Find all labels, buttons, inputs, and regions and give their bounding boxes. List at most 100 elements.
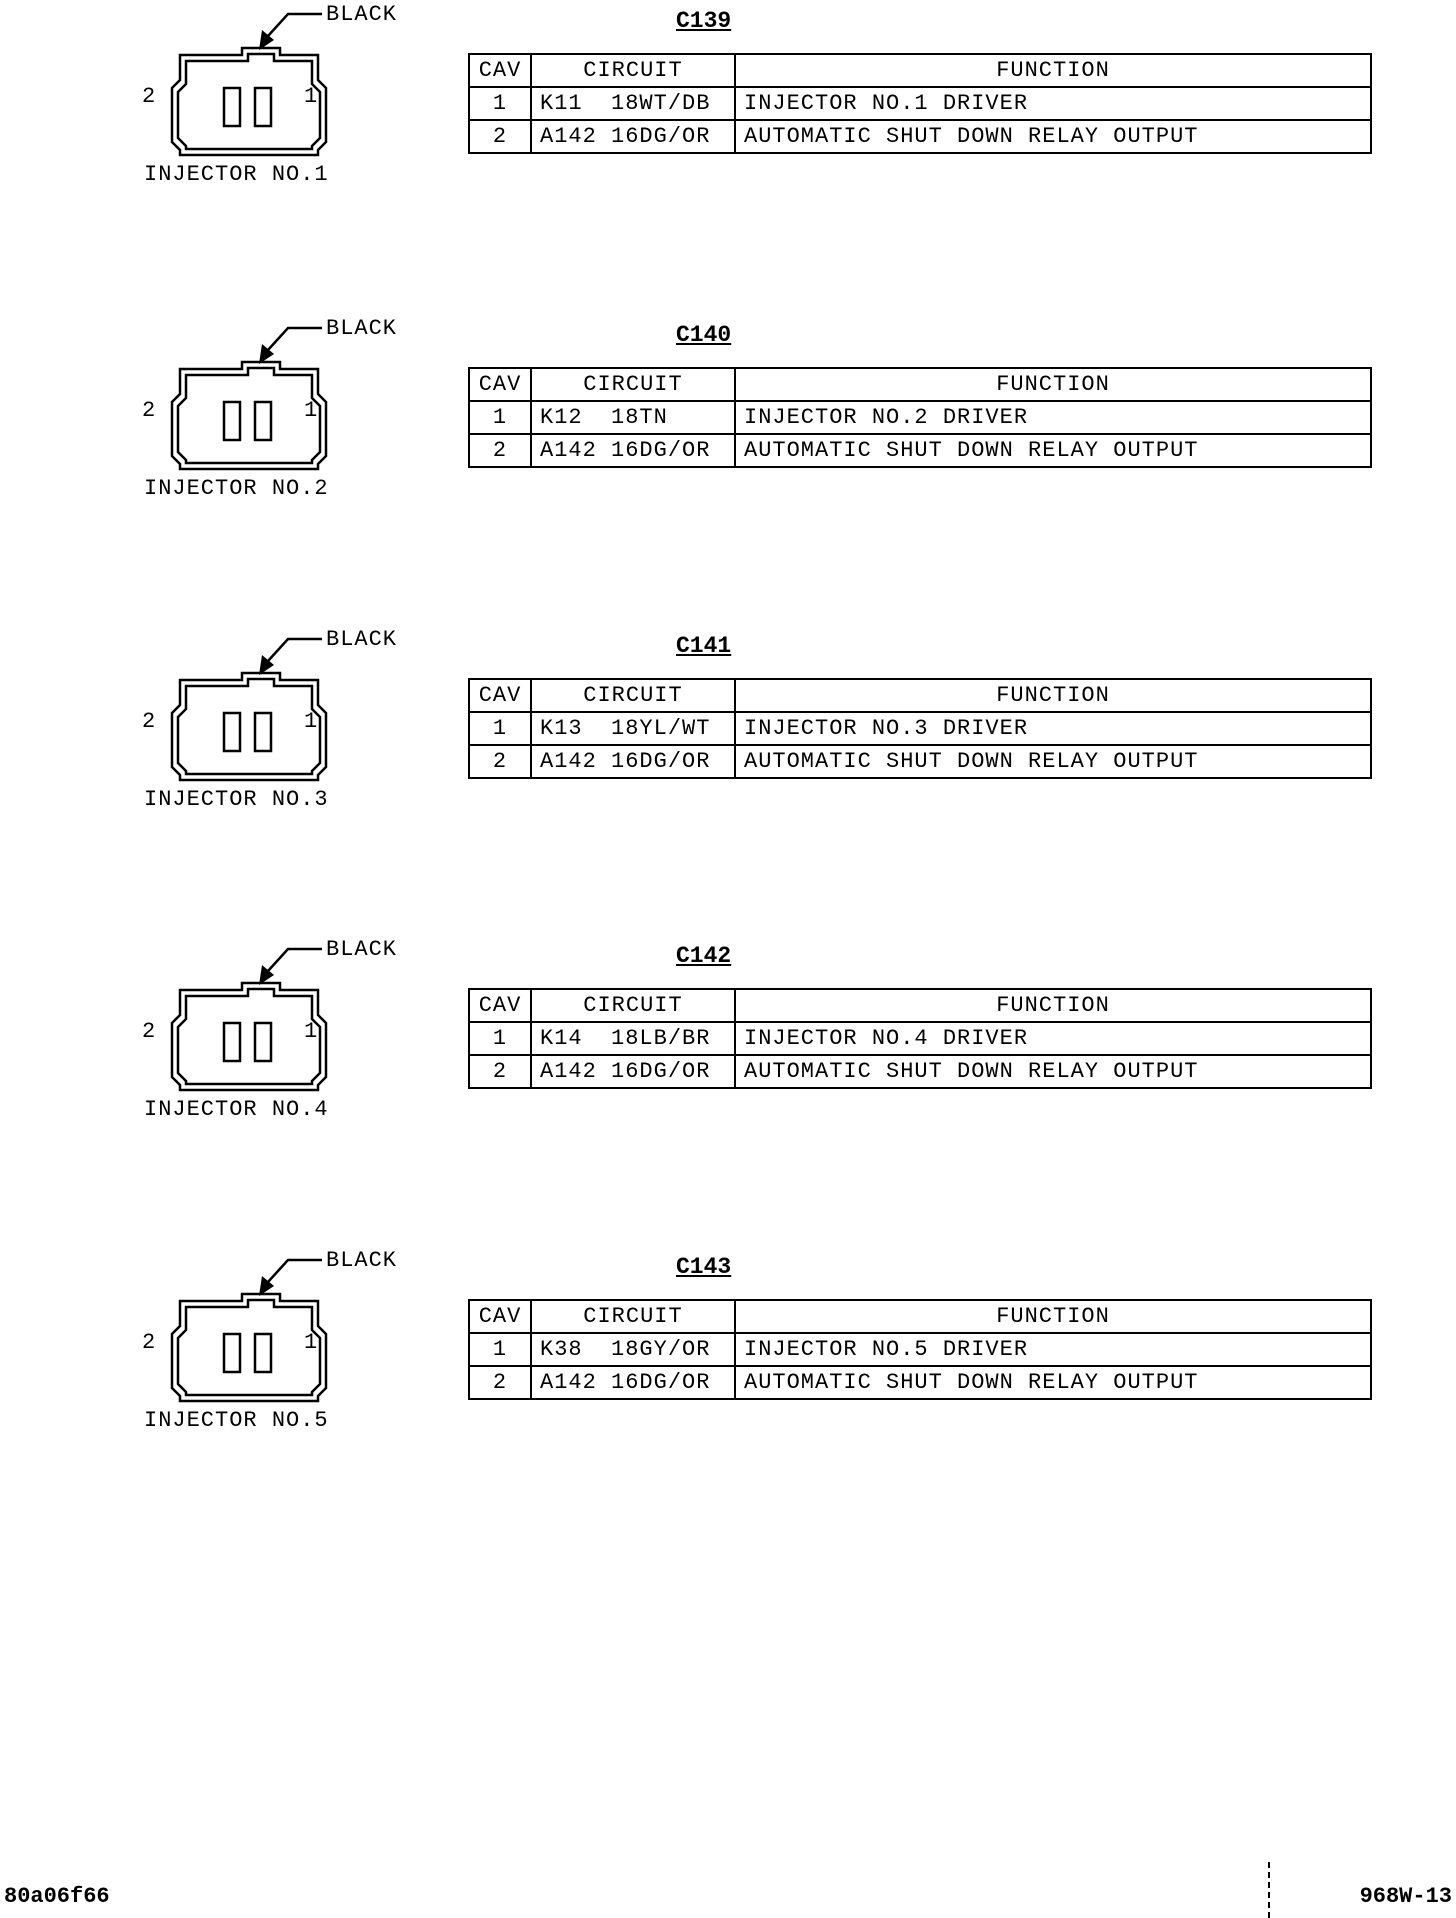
connector-block: BLACK 2 1 INJECTOR NO.4 C142 CAV CIRCUIT…	[0, 935, 1456, 1235]
connector-color-label: BLACK	[326, 316, 398, 341]
circuit-cell: A142 16DG/OR	[530, 433, 736, 468]
pin-label-left: 2	[142, 1330, 156, 1355]
function-cell: INJECTOR NO.5 DRIVER	[734, 1332, 1372, 1367]
table-header: CAV CIRCUIT FUNCTION	[468, 367, 1372, 402]
pin-label-right: 1	[304, 398, 318, 423]
header-circuit: CIRCUIT	[530, 988, 736, 1023]
connector-name: INJECTOR NO.2	[144, 476, 329, 501]
cav-cell: 1	[468, 400, 532, 435]
table-row: 1 K13 18YL/WT INJECTOR NO.3 DRIVER	[468, 711, 1372, 746]
circuit-cell: A142 16DG/OR	[530, 119, 736, 154]
cav-cell: 2	[468, 1054, 532, 1089]
function-cell: AUTOMATIC SHUT DOWN RELAY OUTPUT	[734, 433, 1372, 468]
pin-label-left: 2	[142, 1019, 156, 1044]
header-function: FUNCTION	[734, 53, 1372, 88]
connector-id: C142	[676, 943, 732, 969]
cav-cell: 2	[468, 433, 532, 468]
header-circuit: CIRCUIT	[530, 367, 736, 402]
circuit-cell: K38 18GY/OR	[530, 1332, 736, 1367]
connector-diagram	[140, 0, 400, 200]
function-cell: AUTOMATIC SHUT DOWN RELAY OUTPUT	[734, 119, 1372, 154]
circuit-cell: A142 16DG/OR	[530, 744, 736, 779]
pin-label-right: 1	[304, 1330, 318, 1355]
connector-block: BLACK 2 1 INJECTOR NO.1 C139 CAV CIRCUIT…	[0, 0, 1456, 300]
cav-cell: 2	[468, 1365, 532, 1400]
table-header: CAV CIRCUIT FUNCTION	[468, 678, 1372, 713]
header-circuit: CIRCUIT	[530, 1299, 736, 1334]
header-cav: CAV	[468, 1299, 532, 1334]
connector-block: BLACK 2 1 INJECTOR NO.2 C140 CAV CIRCUIT…	[0, 314, 1456, 614]
header-function: FUNCTION	[734, 1299, 1372, 1334]
connector-id: C140	[676, 322, 732, 348]
circuit-cell: A142 16DG/OR	[530, 1054, 736, 1089]
pinout-table: CAV CIRCUIT FUNCTION 1 K38 18GY/OR INJEC…	[468, 1299, 1372, 1400]
connector-color-label: BLACK	[326, 2, 398, 27]
cav-cell: 2	[468, 744, 532, 779]
circuit-cell: K12 18TN	[530, 400, 736, 435]
table-header: CAV CIRCUIT FUNCTION	[468, 1299, 1372, 1334]
function-cell: INJECTOR NO.2 DRIVER	[734, 400, 1372, 435]
connector-diagram	[140, 1246, 400, 1446]
connector-icon	[170, 637, 328, 782]
connector-icon	[170, 326, 328, 471]
header-function: FUNCTION	[734, 988, 1372, 1023]
table-row: 2 A142 16DG/OR AUTOMATIC SHUT DOWN RELAY…	[468, 119, 1372, 154]
connector-name: INJECTOR NO.1	[144, 162, 329, 187]
connector-icon	[170, 1258, 328, 1403]
table-header: CAV CIRCUIT FUNCTION	[468, 53, 1372, 88]
table-header: CAV CIRCUIT FUNCTION	[468, 988, 1372, 1023]
connector-id: C141	[676, 633, 732, 659]
connector-color-label: BLACK	[326, 1248, 398, 1273]
connector-name: INJECTOR NO.5	[144, 1408, 329, 1433]
pin-label-right: 1	[304, 709, 318, 734]
header-cav: CAV	[468, 678, 532, 713]
header-circuit: CIRCUIT	[530, 53, 736, 88]
connector-block: BLACK 2 1 INJECTOR NO.5 C143 CAV CIRCUIT…	[0, 1246, 1456, 1546]
connector-diagram	[140, 935, 400, 1135]
cav-cell: 1	[468, 1021, 532, 1056]
circuit-cell: K14 18LB/BR	[530, 1021, 736, 1056]
function-cell: INJECTOR NO.3 DRIVER	[734, 711, 1372, 746]
connector-id: C143	[676, 1254, 732, 1280]
pin-label-right: 1	[304, 1019, 318, 1044]
page-edge-mark	[1268, 1862, 1272, 1918]
table-row: 1 K12 18TN INJECTOR NO.2 DRIVER	[468, 400, 1372, 435]
header-cav: CAV	[468, 988, 532, 1023]
header-cav: CAV	[468, 53, 532, 88]
cav-cell: 1	[468, 711, 532, 746]
connector-block: BLACK 2 1 INJECTOR NO.3 C141 CAV CIRCUIT…	[0, 625, 1456, 925]
circuit-cell: K11 18WT/DB	[530, 86, 736, 121]
table-row: 2 A142 16DG/OR AUTOMATIC SHUT DOWN RELAY…	[468, 433, 1372, 468]
connector-icon	[170, 12, 328, 157]
table-row: 2 A142 16DG/OR AUTOMATIC SHUT DOWN RELAY…	[468, 744, 1372, 779]
circuit-cell: K13 18YL/WT	[530, 711, 736, 746]
connector-diagram	[140, 314, 400, 514]
header-cav: CAV	[468, 367, 532, 402]
pin-label-left: 2	[142, 709, 156, 734]
header-circuit: CIRCUIT	[530, 678, 736, 713]
function-cell: INJECTOR NO.1 DRIVER	[734, 86, 1372, 121]
image-code: 80a06f66	[4, 1884, 110, 1909]
pin-label-left: 2	[142, 84, 156, 109]
connector-icon	[170, 947, 328, 1092]
connector-name: INJECTOR NO.3	[144, 787, 329, 812]
circuit-cell: A142 16DG/OR	[530, 1365, 736, 1400]
header-function: FUNCTION	[734, 678, 1372, 713]
function-cell: INJECTOR NO.4 DRIVER	[734, 1021, 1372, 1056]
pin-label-left: 2	[142, 398, 156, 423]
pinout-table: CAV CIRCUIT FUNCTION 1 K12 18TN INJECTOR…	[468, 367, 1372, 468]
connector-id: C139	[676, 8, 732, 34]
page-number: 968W-13	[1359, 1884, 1452, 1909]
table-row: 2 A142 16DG/OR AUTOMATIC SHUT DOWN RELAY…	[468, 1054, 1372, 1089]
pinout-table: CAV CIRCUIT FUNCTION 1 K14 18LB/BR INJEC…	[468, 988, 1372, 1089]
connector-color-label: BLACK	[326, 937, 398, 962]
function-cell: AUTOMATIC SHUT DOWN RELAY OUTPUT	[734, 744, 1372, 779]
pin-label-right: 1	[304, 84, 318, 109]
table-row: 1 K14 18LB/BR INJECTOR NO.4 DRIVER	[468, 1021, 1372, 1056]
pinout-table: CAV CIRCUIT FUNCTION 1 K11 18WT/DB INJEC…	[468, 53, 1372, 154]
pinout-table: CAV CIRCUIT FUNCTION 1 K13 18YL/WT INJEC…	[468, 678, 1372, 779]
table-row: 1 K11 18WT/DB INJECTOR NO.1 DRIVER	[468, 86, 1372, 121]
header-function: FUNCTION	[734, 367, 1372, 402]
table-row: 1 K38 18GY/OR INJECTOR NO.5 DRIVER	[468, 1332, 1372, 1367]
connector-name: INJECTOR NO.4	[144, 1097, 329, 1122]
